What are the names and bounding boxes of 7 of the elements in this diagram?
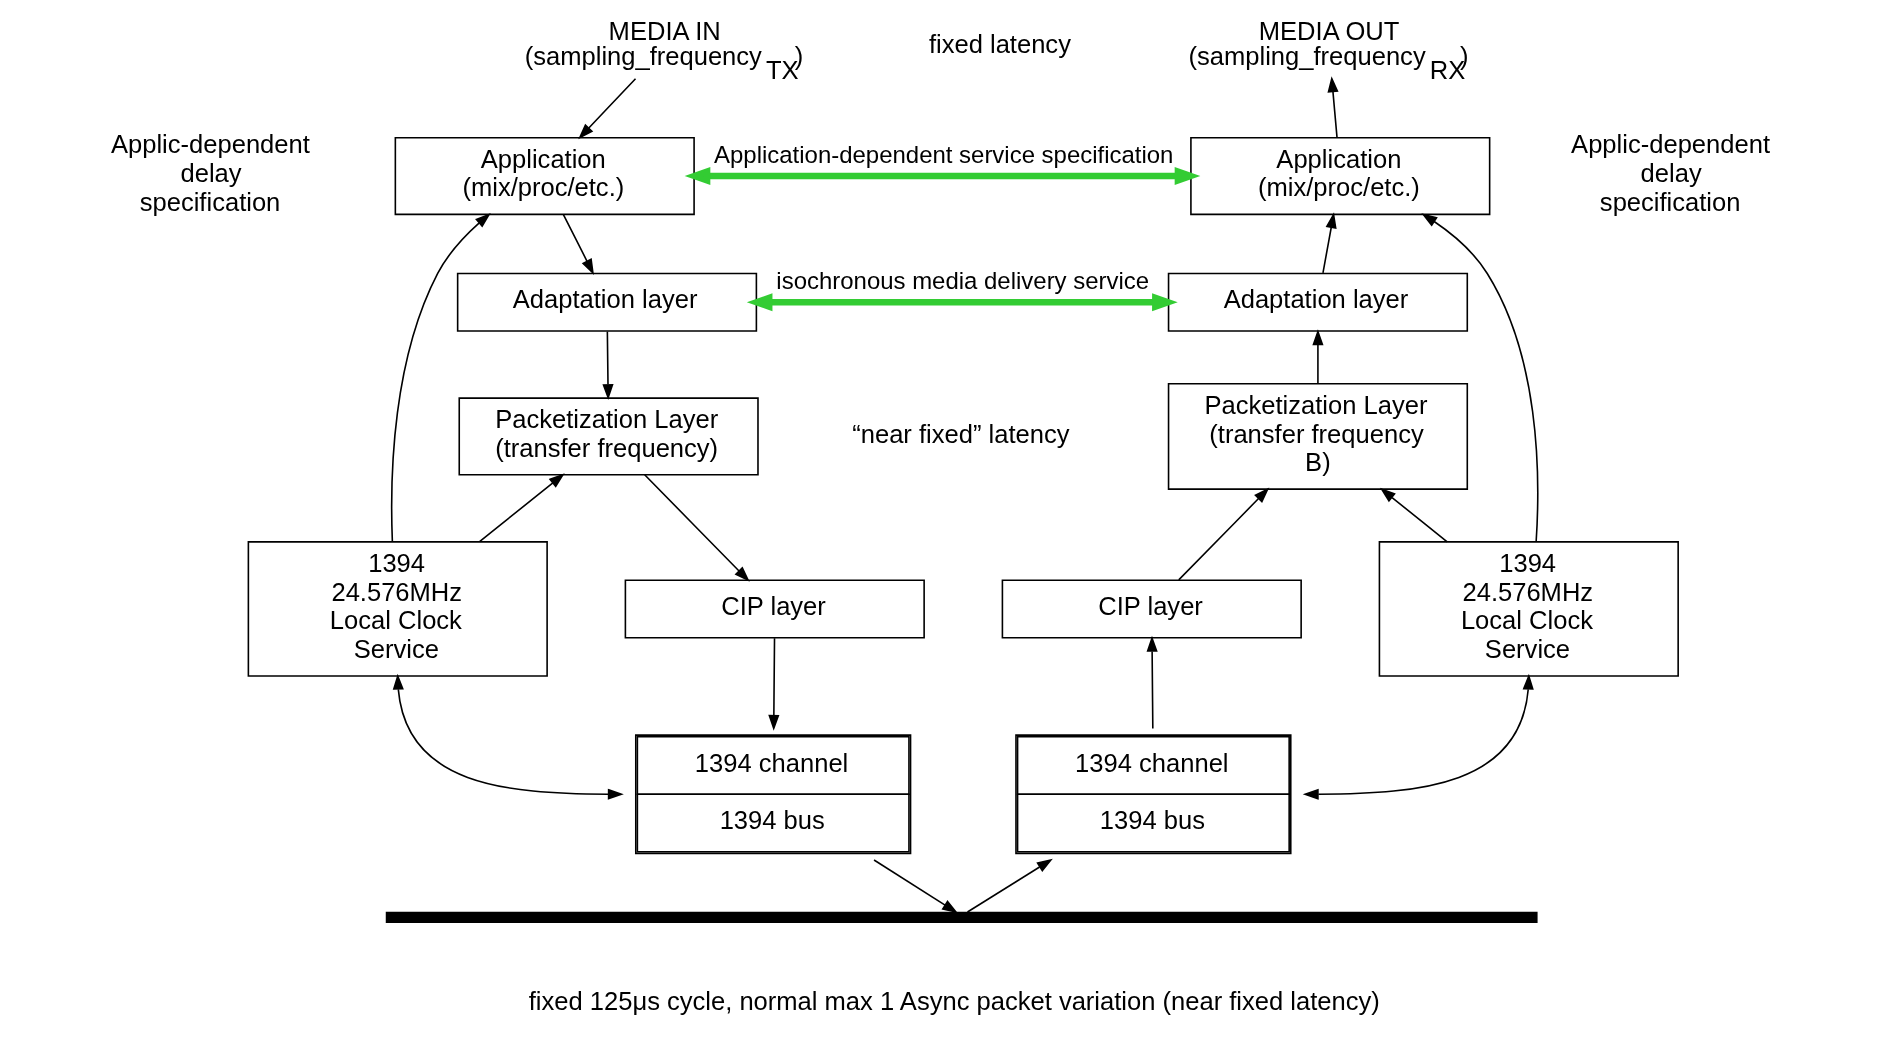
- edge-label: isochronous media delivery service: [776, 267, 1150, 295]
- label: fixed latency: [928, 29, 1071, 58]
- edge-label: Application-dependent service specification: [714, 141, 1174, 169]
- node-label: Applic-dependent delay specification: [1571, 130, 1770, 216]
- node-label: Applic-dependent delay specification: [110, 130, 310, 216]
- node-label: fixed 125μs cycle, normal max 1 Async packet variation (near fixed latency): [528, 986, 1380, 1015]
- label: “near fixed” latency: [852, 419, 1070, 448]
